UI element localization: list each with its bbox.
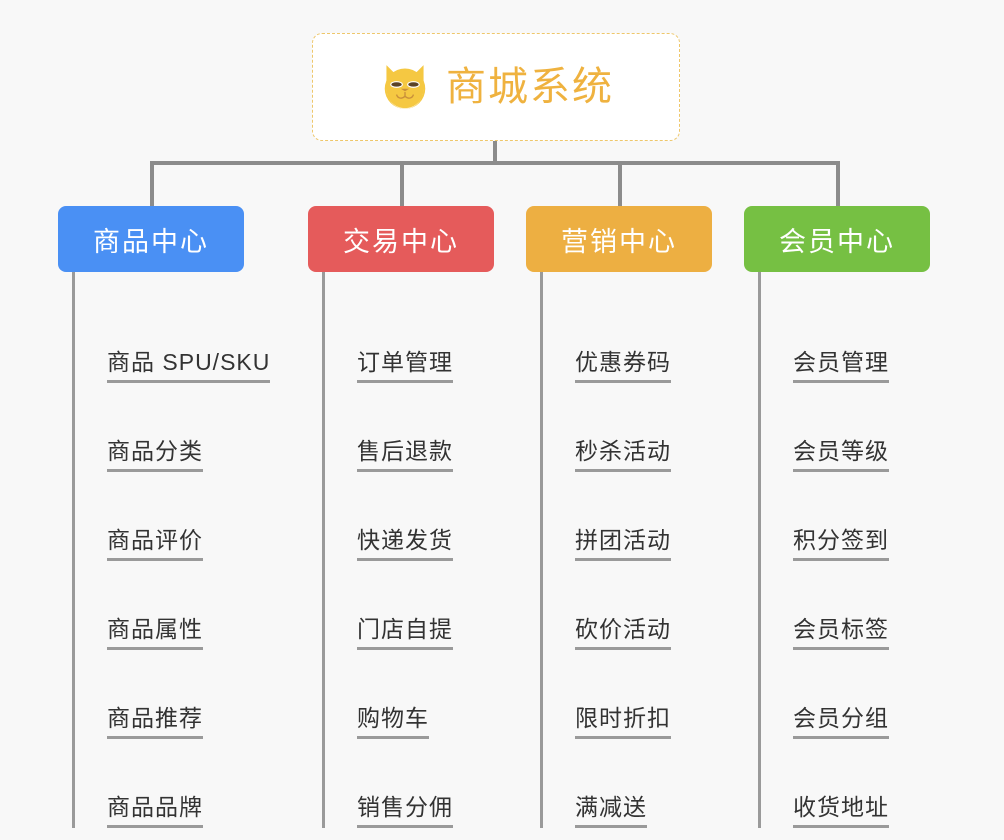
branch-column-marketing-center: 营销中心 优惠券码 秒杀活动 拼团活动 砍价活动 限时折扣 满减送 xyxy=(526,206,712,828)
category-node-member-center[interactable]: 会员中心 xyxy=(744,206,930,272)
category-label: 营销中心 xyxy=(561,226,677,257)
list-item[interactable]: 优惠券码 xyxy=(543,294,712,383)
leaf-label: 商品 SPU/SKU xyxy=(107,350,271,383)
list-item[interactable]: 订单管理 xyxy=(325,294,494,383)
list-item[interactable]: 会员等级 xyxy=(761,383,930,472)
leaf-label: 会员管理 xyxy=(793,350,889,383)
connector-drop-2 xyxy=(400,161,404,207)
branch-column-member-center: 会员中心 会员管理 会员等级 积分签到 会员标签 会员分组 收货地址 xyxy=(744,206,930,828)
leaf-label: 满减送 xyxy=(575,795,647,828)
leaf-label: 快递发货 xyxy=(357,528,453,561)
root-title: 商城系统 xyxy=(446,65,614,109)
category-label: 会员中心 xyxy=(779,226,895,257)
leaf-label: 商品推荐 xyxy=(107,706,203,739)
connector-drop-3 xyxy=(618,161,622,207)
list-item[interactable]: 拼团活动 xyxy=(543,472,712,561)
leaf-label: 销售分佣 xyxy=(357,795,453,828)
list-item[interactable]: 商品评价 xyxy=(75,472,270,561)
leaf-label: 秒杀活动 xyxy=(575,439,671,472)
list-item[interactable]: 商品 SPU/SKU xyxy=(75,294,271,383)
category-node-product-center[interactable]: 商品中心 xyxy=(58,206,244,272)
list-item[interactable]: 收货地址 xyxy=(761,739,930,828)
connector-root-stem xyxy=(493,141,497,164)
category-label: 商品中心 xyxy=(93,226,209,257)
leaf-label: 限时折扣 xyxy=(575,706,671,739)
category-node-trade-center[interactable]: 交易中心 xyxy=(308,206,494,272)
leaf-list-trade-center: 订单管理 售后退款 快递发货 门店自提 购物车 销售分佣 xyxy=(322,272,494,828)
root-node-mall-system[interactable]: 商城系统 xyxy=(312,33,680,141)
list-item[interactable]: 销售分佣 xyxy=(325,739,494,828)
list-item[interactable]: 商品品牌 xyxy=(75,739,270,828)
list-item[interactable]: 秒杀活动 xyxy=(543,383,712,472)
shiba-dog-icon xyxy=(384,65,426,111)
list-item[interactable]: 售后退款 xyxy=(325,383,494,472)
connector-horizontal-bar xyxy=(150,161,840,165)
category-label: 交易中心 xyxy=(343,226,459,257)
leaf-label: 售后退款 xyxy=(357,439,453,472)
leaf-label: 积分签到 xyxy=(793,528,889,561)
leaf-label: 订单管理 xyxy=(357,350,453,383)
list-item[interactable]: 门店自提 xyxy=(325,561,494,650)
connector-drop-4 xyxy=(836,161,840,207)
list-item[interactable]: 限时折扣 xyxy=(543,650,712,739)
category-node-marketing-center[interactable]: 营销中心 xyxy=(526,206,712,272)
leaf-label: 会员标签 xyxy=(793,617,889,650)
list-item[interactable]: 会员管理 xyxy=(761,294,930,383)
leaf-label: 会员分组 xyxy=(793,706,889,739)
leaf-list-product-center: 商品 SPU/SKU 商品分类 商品评价 商品属性 商品推荐 商品品牌 xyxy=(72,272,271,828)
leaf-label: 商品评价 xyxy=(107,528,203,561)
branch-column-product-center: 商品中心 商品 SPU/SKU 商品分类 商品评价 商品属性 商品推荐 商品品牌 xyxy=(58,206,271,828)
leaf-label: 收货地址 xyxy=(793,795,889,828)
leaf-label: 拼团活动 xyxy=(575,528,671,561)
leaf-label: 商品分类 xyxy=(107,439,203,472)
leaf-label: 会员等级 xyxy=(793,439,889,472)
branch-column-trade-center: 交易中心 订单管理 售后退款 快递发货 门店自提 购物车 销售分佣 xyxy=(308,206,494,828)
list-item[interactable]: 购物车 xyxy=(325,650,494,739)
leaf-label: 砍价活动 xyxy=(575,617,671,650)
leaf-label: 门店自提 xyxy=(357,617,453,650)
list-item[interactable]: 商品属性 xyxy=(75,561,270,650)
leaf-label: 购物车 xyxy=(357,706,429,739)
list-item[interactable]: 满减送 xyxy=(543,739,712,828)
list-item[interactable]: 商品分类 xyxy=(75,383,270,472)
list-item[interactable]: 积分签到 xyxy=(761,472,930,561)
leaf-label: 商品品牌 xyxy=(107,795,203,828)
list-item[interactable]: 会员标签 xyxy=(761,561,930,650)
leaf-label: 商品属性 xyxy=(107,617,203,650)
leaf-list-marketing-center: 优惠券码 秒杀活动 拼团活动 砍价活动 限时折扣 满减送 xyxy=(540,272,712,828)
list-item[interactable]: 砍价活动 xyxy=(543,561,712,650)
leaf-list-member-center: 会员管理 会员等级 积分签到 会员标签 会员分组 收货地址 xyxy=(758,272,930,828)
list-item[interactable]: 快递发货 xyxy=(325,472,494,561)
leaf-label: 优惠券码 xyxy=(575,350,671,383)
list-item[interactable]: 会员分组 xyxy=(761,650,930,739)
connector-drop-1 xyxy=(150,161,154,207)
list-item[interactable]: 商品推荐 xyxy=(75,650,270,739)
